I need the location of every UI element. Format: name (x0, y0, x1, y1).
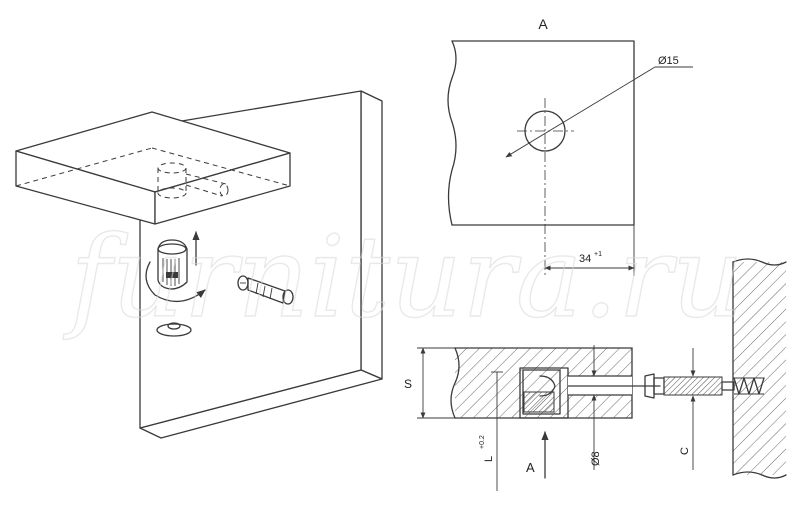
horizontal-panel (15, 111, 291, 225)
cover-cap (156, 322, 192, 337)
watermark-text: furnitura.ru (63, 213, 744, 343)
isometric-assembly-view (15, 90, 383, 439)
edge-distance-tolerance: +1 (594, 251, 602, 258)
cam-section (522, 369, 561, 415)
cam-fitting (145, 231, 206, 302)
connecting-bolt (237, 275, 294, 305)
depth-label: L (483, 456, 495, 462)
thickness-label: S (404, 377, 412, 391)
clearance-label: C (679, 447, 691, 455)
wall-section (732, 258, 787, 479)
bolt-section (567, 373, 765, 399)
edge-distance-label: 34 (579, 253, 591, 265)
depth-tolerance: +0.2 (479, 435, 486, 449)
cross-section-view: S L +0.2 A Ø8 C (404, 345, 765, 491)
view-a-arrow-label: A (526, 460, 535, 475)
view-a-label: A (538, 16, 548, 32)
hole-diameter-label: Ø15 (658, 55, 679, 67)
view-a-plan: A Ø15 34 +1 (447, 16, 693, 276)
dowel-diameter-label: Ø8 (590, 451, 602, 466)
